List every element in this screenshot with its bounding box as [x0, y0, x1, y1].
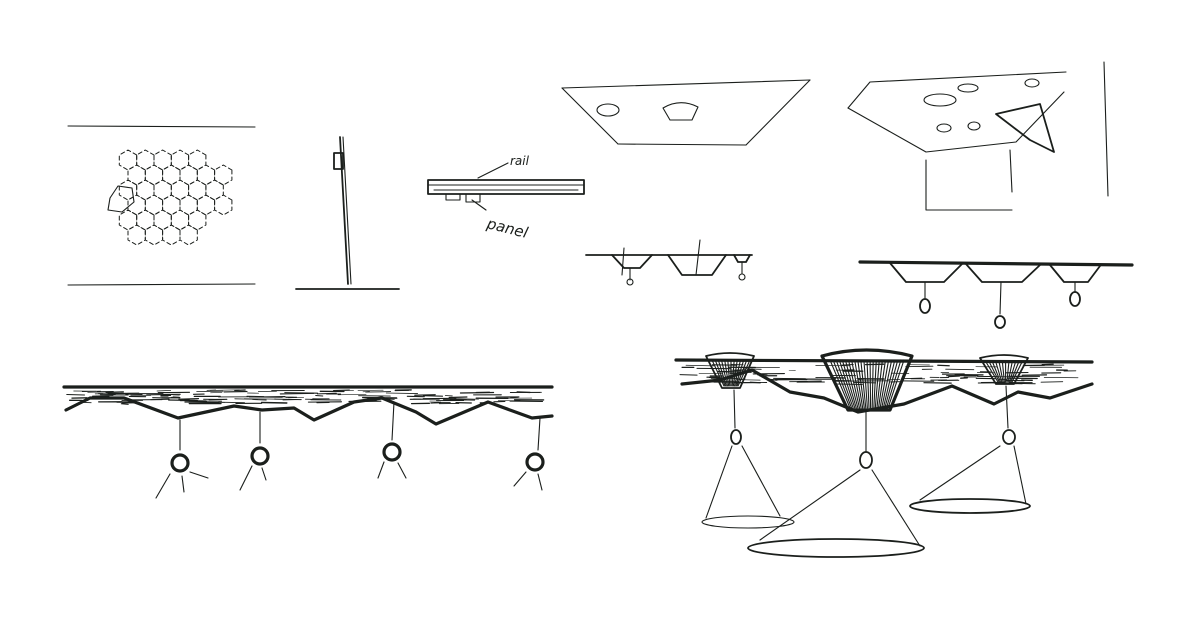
- hexagon-grid: [119, 150, 232, 245]
- hexagon-cell: [128, 165, 145, 185]
- hexagon-cell: [197, 195, 214, 215]
- panel-label: panel: [484, 214, 531, 242]
- hatch-stroke: [686, 365, 714, 366]
- hexagon-panel-front-view: [68, 126, 255, 285]
- hexagon-cell: [215, 195, 232, 215]
- hexagon-cell: [137, 180, 154, 200]
- hatch-stroke: [998, 376, 1008, 377]
- hatch-stroke: [338, 394, 366, 395]
- hatch-stroke: [262, 403, 287, 404]
- zigzag-ceiling-pendants: [64, 387, 552, 498]
- hexagon-cell: [154, 150, 171, 170]
- hexagon-cell: [119, 210, 136, 230]
- hexagon-cell: [180, 225, 197, 245]
- hatch-stroke: [179, 399, 199, 400]
- hexagon-cell: [119, 150, 136, 170]
- hatch-stroke: [449, 397, 467, 398]
- ceiling-perspective-fixtures: [562, 80, 810, 145]
- funnel-hatch-stroke: [872, 360, 873, 408]
- hatch-stroke: [946, 369, 974, 370]
- hatch-stroke: [235, 390, 246, 391]
- hexagon-cell: [154, 180, 171, 200]
- rail-label: rail: [510, 154, 530, 168]
- hatch-stroke: [750, 382, 760, 383]
- hexagon-cell: [171, 150, 188, 170]
- hatch-stroke: [938, 365, 949, 366]
- hatch-stroke: [285, 393, 318, 394]
- hexagon-cell: [137, 210, 154, 230]
- hexagon-cell: [171, 210, 188, 230]
- hatch-stroke: [415, 395, 435, 396]
- hatch-stroke: [680, 375, 697, 376]
- hatch-stroke: [906, 366, 933, 367]
- hatch-stroke: [253, 399, 267, 400]
- hatch-stroke: [211, 392, 222, 393]
- hexagon-cell: [215, 165, 232, 185]
- panel-side-view: [296, 137, 399, 289]
- hatch-stroke: [67, 395, 85, 396]
- hatch-stroke: [121, 404, 128, 405]
- rail-panel-detail: rail panel: [428, 154, 584, 242]
- hatch-stroke: [157, 390, 171, 391]
- hexagon-cell: [137, 150, 154, 170]
- hatch-stroke: [317, 393, 336, 394]
- room-perspective-sketch: [848, 62, 1108, 210]
- hatch-stroke: [366, 392, 391, 393]
- small-fixtures-elevation: [586, 240, 752, 285]
- hatch-stroke: [1041, 382, 1063, 383]
- hatch-stroke: [219, 402, 245, 403]
- hatch-stroke: [949, 376, 960, 377]
- three-fixtures-elevation: [860, 262, 1132, 328]
- hatch-stroke: [147, 394, 181, 395]
- hexagon-cell: [163, 225, 180, 245]
- hexagon-cell: [154, 210, 171, 230]
- light-rays: [156, 462, 542, 498]
- hexagon-cell: [197, 165, 214, 185]
- hexagon-cell: [180, 165, 197, 185]
- hatch-stroke: [316, 396, 323, 397]
- hexagon-cell: [119, 180, 136, 200]
- hexagon-cell: [171, 180, 188, 200]
- hexagon-cell: [180, 195, 197, 215]
- funnel-fixtures-light-cones: [676, 350, 1092, 557]
- hatch-stroke: [431, 402, 441, 403]
- hatch-stroke: [423, 396, 442, 397]
- hexagon-cell: [128, 225, 145, 245]
- hatch-stroke: [798, 381, 822, 382]
- funnel-hatch-stroke: [870, 360, 871, 408]
- hatch-stroke: [386, 393, 417, 394]
- hexagon-cell: [145, 225, 162, 245]
- hatch-stroke: [450, 400, 474, 401]
